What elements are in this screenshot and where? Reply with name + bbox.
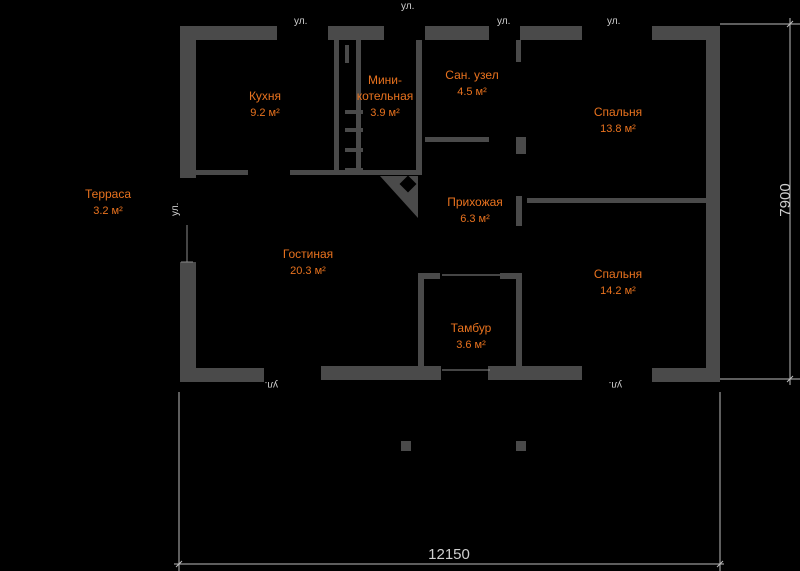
window-mark-left: ул. xyxy=(170,203,181,216)
window-mark-top-2: ул. xyxy=(401,1,414,12)
living-name: Гостиная xyxy=(283,247,333,261)
width-dimension: 12150 xyxy=(428,546,470,563)
bathroom-name: Сан. узел xyxy=(445,68,498,82)
post-right xyxy=(516,441,526,451)
vestibule-name: Тамбур xyxy=(451,321,492,335)
boiler-name-2: котельная xyxy=(357,89,413,103)
bedroom2-name: Спальня xyxy=(594,267,642,281)
window-mark-top-3: ул. xyxy=(497,16,510,27)
dimension-lines xyxy=(174,18,800,571)
post-left xyxy=(401,441,411,451)
hallway-name: Прихожая xyxy=(447,195,503,209)
terrace-name: Терраса xyxy=(85,187,131,201)
bathroom-area: 4.5 м² xyxy=(457,86,487,98)
inner-walls xyxy=(196,40,706,366)
boiler-area: 3.9 м² xyxy=(370,107,400,119)
boiler-name-1: Мини- xyxy=(368,73,402,87)
window-mark-bottom-1: ул. xyxy=(265,379,278,390)
height-dimension: 7900 xyxy=(777,183,794,216)
bedroom1-area: 13.8 м² xyxy=(600,123,636,135)
terrace-area: 3.2 м² xyxy=(93,205,123,217)
window-mark-top-1: ул. xyxy=(294,16,307,27)
hallway-area: 6.3 м² xyxy=(460,213,490,225)
living-area: 20.3 м² xyxy=(290,265,326,277)
kitchen-name: Кухня xyxy=(249,89,281,103)
bedroom1-name: Спальня xyxy=(594,105,642,119)
openings xyxy=(181,225,500,371)
outer-walls xyxy=(180,26,720,382)
window-mark-top-4: ул. xyxy=(607,16,620,27)
window-mark-bottom-2: ул. xyxy=(609,379,622,390)
kitchen-area: 9.2 м² xyxy=(250,107,280,119)
vestibule-area: 3.6 м² xyxy=(456,339,486,351)
bedroom2-area: 14.2 м² xyxy=(600,285,636,297)
